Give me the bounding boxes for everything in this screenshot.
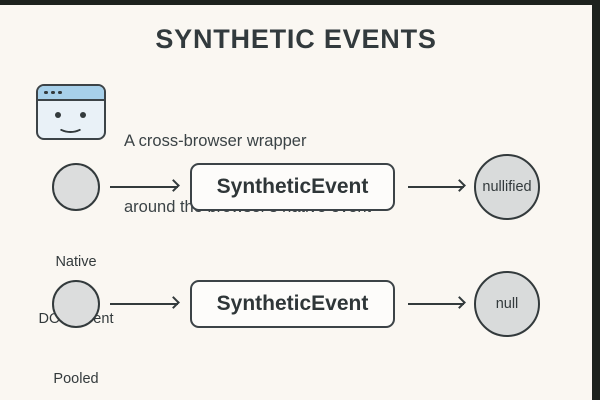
browser-titlebar [38,86,104,101]
source-label-native-line1: Native [55,254,97,270]
smile-icon [57,118,84,133]
arrow-head [453,179,466,192]
arrow-shaft [408,186,464,189]
arrow-box-to-nullified [408,179,466,193]
smiley-face [38,101,104,138]
source-label-pooled: Pooled SyntheticEvent [0,332,156,400]
arrow-head [167,296,180,309]
source-label-pooled-line1: Pooled [53,371,99,387]
arrow-native-to-box [110,179,180,193]
top-frame-bar [0,0,600,5]
right-frame-bar [592,0,600,400]
arrow-pooled-to-box [110,296,180,310]
arrow-head [453,296,466,309]
arrow-box-to-null [408,296,466,310]
result-circle-null: null [474,271,540,337]
browser-smiley-icon [36,84,106,140]
arrow-shaft [110,303,178,306]
browser-dot-1 [44,90,48,95]
arrow-shaft [408,303,464,306]
browser-dot-2 [51,90,55,95]
browser-dot-3 [58,90,62,95]
description-line-1: A cross-browser wrapper [124,132,307,150]
eye-right-icon [80,112,86,118]
result-circle-nullified: nullified [474,154,540,220]
page-title: SYNTHETIC EVENTS [155,24,437,54]
synthetic-event-box-2: SyntheticEvent [190,280,395,328]
eye-left-icon [55,112,61,118]
source-circle-native [52,163,100,211]
arrow-shaft [110,186,178,189]
source-circle-pooled [52,280,100,328]
arrow-head [167,179,180,192]
synthetic-event-box-1: SyntheticEvent [190,163,395,211]
